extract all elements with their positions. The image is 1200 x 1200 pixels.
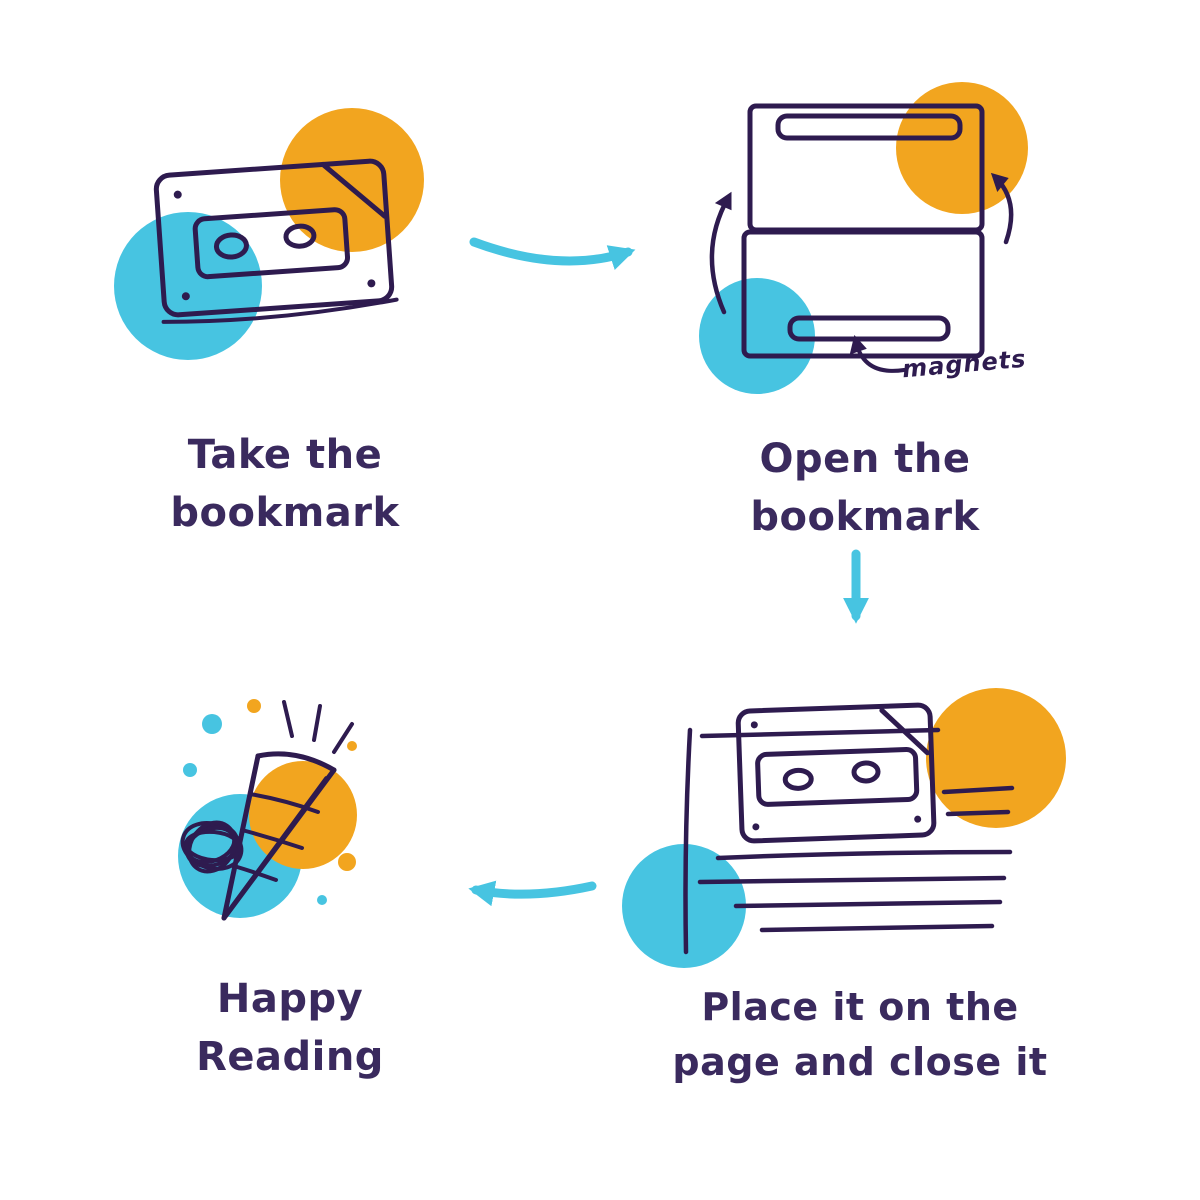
- scribble-ball: [180, 820, 244, 874]
- accent-circle-blue: [699, 278, 815, 394]
- step-4-label: Happy Reading: [196, 976, 384, 1080]
- step-1-closed-bookmark-illustration: [114, 108, 424, 360]
- confetti-dots: [183, 699, 357, 905]
- cone-doodle: [180, 700, 354, 921]
- arrow-step3-to-step4: [468, 880, 597, 907]
- accent-circle-blue: [114, 212, 262, 360]
- step-2-label: Open the bookmark: [750, 436, 980, 540]
- step-1-label: Take the bookmark: [170, 432, 400, 536]
- opened-bookmark-drawing: [709, 103, 1014, 373]
- step-4-celebration-illustration: [178, 699, 357, 921]
- step-3-bookmark-on-page-illustration: [622, 688, 1066, 968]
- accent-circle-orange: [926, 688, 1066, 828]
- page-and-bookmark-drawing: [683, 702, 1015, 955]
- step-3-label: Place it on the page and close it: [672, 985, 1048, 1085]
- closed-bookmark-drawing: [153, 158, 399, 324]
- accent-circle-orange: [280, 108, 424, 252]
- open-rotation-arrow-left: [709, 191, 732, 315]
- magnets-pointer-arrow: [849, 334, 906, 373]
- open-rotation-arrow-right: [990, 172, 1014, 245]
- arrow-step1-to-step2: [469, 237, 636, 270]
- step-2-opened-bookmark-illustration: [699, 82, 1028, 394]
